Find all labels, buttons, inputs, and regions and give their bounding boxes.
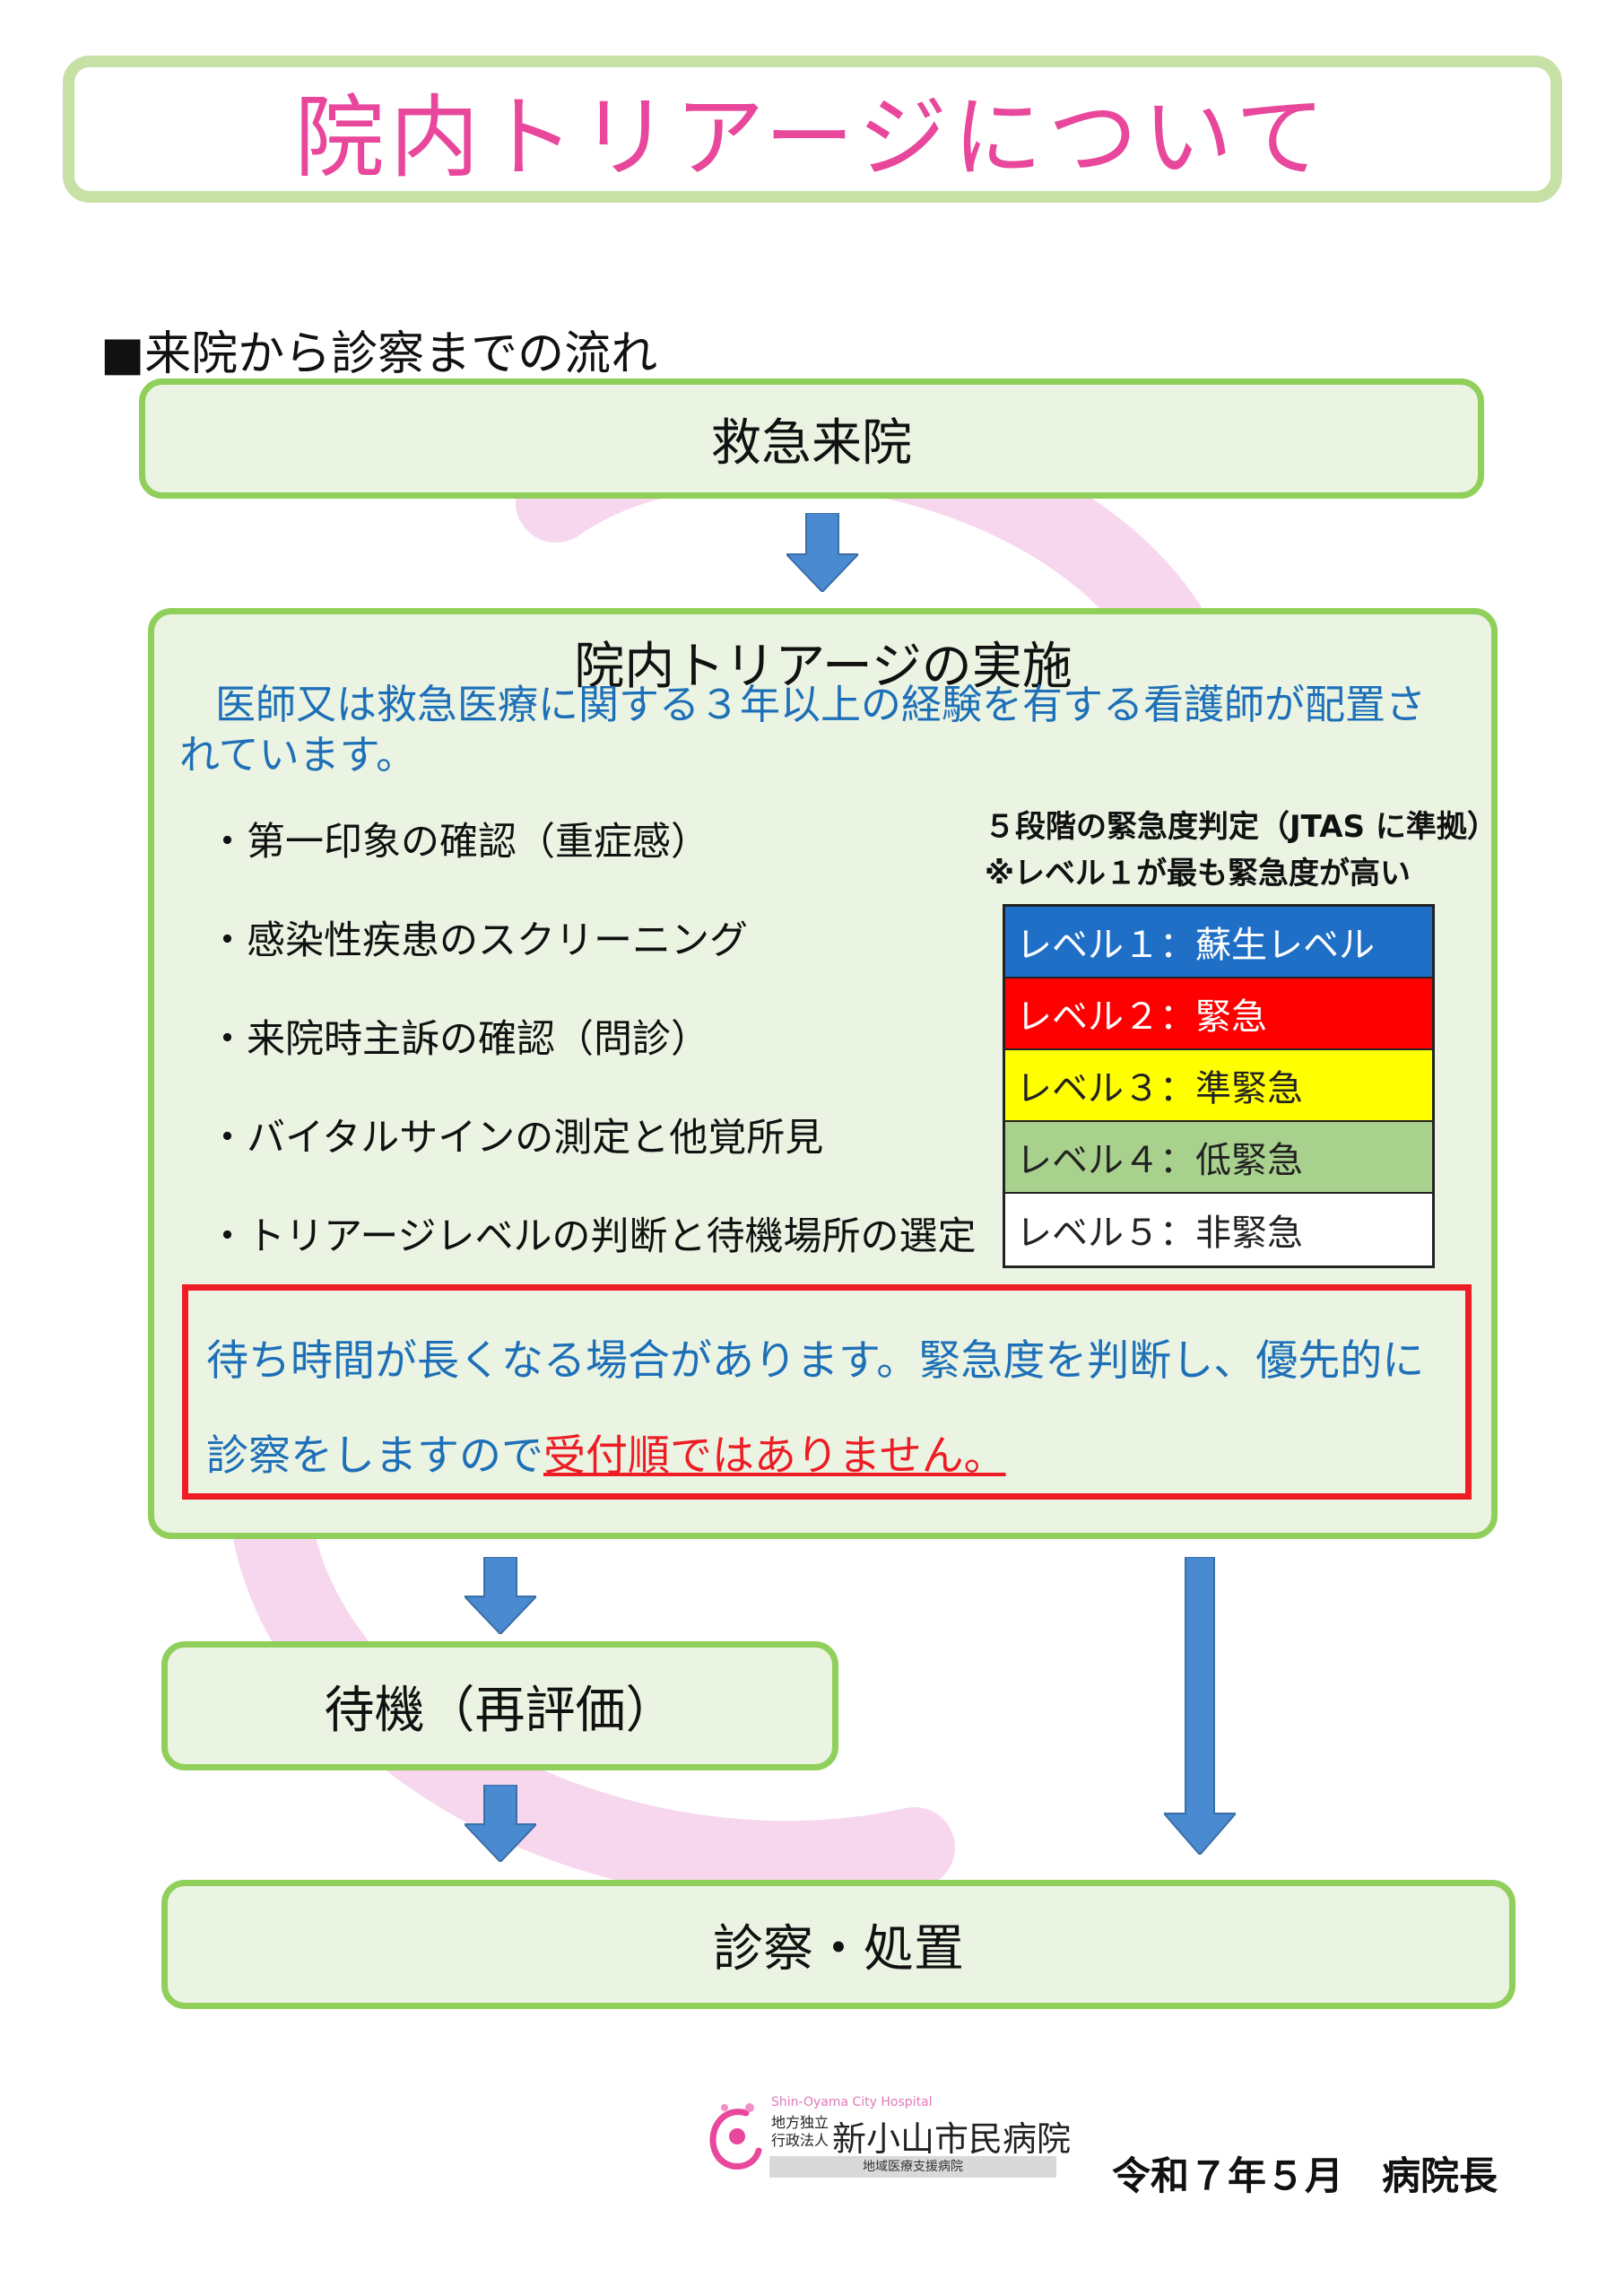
level-label: レベル３：準緊急 bbox=[1016, 1068, 1303, 1109]
bullet-item: ・トリアージレベルの判断と待機場所の選定 bbox=[208, 1214, 977, 1259]
page-title: 院内トリアージについて bbox=[294, 84, 1331, 190]
arrow-down-icon bbox=[786, 513, 858, 592]
section-heading: ■来院から診察までの流れ bbox=[100, 327, 658, 381]
level-row: レベル１：蘇生レベル bbox=[1005, 907, 1432, 978]
hospital-name: 新小山市民病院 bbox=[832, 2119, 1072, 2159]
arrow-down-icon bbox=[465, 1785, 536, 1862]
warning-text-emphasis: 受付順ではありません。 bbox=[543, 1431, 1006, 1481]
level-table: レベル１：蘇生レベル レベル２：緊急 レベル３：準緊急 レベル４：低緊急 レベル… bbox=[1003, 904, 1435, 1268]
step-emergency-arrival-label: 救急来院 bbox=[711, 413, 912, 473]
step-exam-label: 診察・処置 bbox=[713, 1919, 964, 1979]
logo-english-name: Shin-Oyama City Hospital bbox=[771, 2095, 933, 2109]
triage-heading: 院内トリアージの実施 bbox=[574, 638, 1073, 696]
level-row: レベル３：準緊急 bbox=[1005, 1050, 1432, 1122]
level-row: レベル５：非緊急 bbox=[1005, 1194, 1432, 1265]
arrow-down-icon bbox=[1164, 1557, 1236, 1855]
level-label: レベル２：緊急 bbox=[1016, 996, 1267, 1038]
level-note-priority: ※レベル１が最も緊急度が高い bbox=[985, 856, 1411, 891]
warning-text-line2: 診察をしますので受付順ではありません。 bbox=[206, 1421, 1006, 1483]
date-signature: 令和７年５月 病院長 bbox=[1112, 2154, 1498, 2199]
level-label: レベル１：蘇生レベル bbox=[1016, 925, 1375, 966]
arrow-down-icon bbox=[465, 1557, 536, 1634]
level-label: レベル４：低緊急 bbox=[1016, 1140, 1303, 1181]
step-wait-label: 待機（再評価） bbox=[324, 1681, 676, 1740]
logo-subtitle: 地域医療支援病院 bbox=[769, 2156, 1056, 2178]
level-row: レベル４：低緊急 bbox=[1005, 1122, 1432, 1194]
level-label: レベル５：非緊急 bbox=[1016, 1213, 1303, 1254]
warning-box bbox=[182, 1284, 1472, 1500]
logo-org-type-2: 行政法人 bbox=[771, 2132, 829, 2149]
level-note-jtas: ５段階の緊急度判定（JTAS に準拠） bbox=[985, 809, 1498, 845]
bullet-item: ・第一印象の確認（重症感） bbox=[208, 820, 709, 865]
step-wait-reassess: 待機（再評価） bbox=[161, 1641, 838, 1770]
bullet-item: ・バイタルサインの測定と他覚所見 bbox=[208, 1116, 824, 1161]
triage-description: 医師又は救急医療に関する３年以上の経験を有する看護師が配置されています。 bbox=[179, 681, 1427, 778]
warning-text-prefix: 診察をしますので bbox=[206, 1431, 543, 1481]
level-row: レベル２：緊急 bbox=[1005, 978, 1432, 1050]
logo-org-type-1: 地方独立 bbox=[771, 2114, 829, 2131]
title-box: 院内トリアージについて bbox=[63, 56, 1562, 203]
bullet-item: ・感染性疾患のスクリーニング bbox=[208, 918, 748, 963]
step-exam-treatment: 診察・処置 bbox=[161, 1880, 1515, 2009]
warning-text-line1: 待ち時間が長くなる場合があります。緊急度を判断し、優先的に bbox=[206, 1336, 1425, 1386]
hospital-logo-icon bbox=[709, 2103, 762, 2170]
bullet-item: ・来院時主訴の確認（問診） bbox=[208, 1017, 709, 1062]
step-emergency-arrival: 救急来院 bbox=[139, 378, 1484, 499]
